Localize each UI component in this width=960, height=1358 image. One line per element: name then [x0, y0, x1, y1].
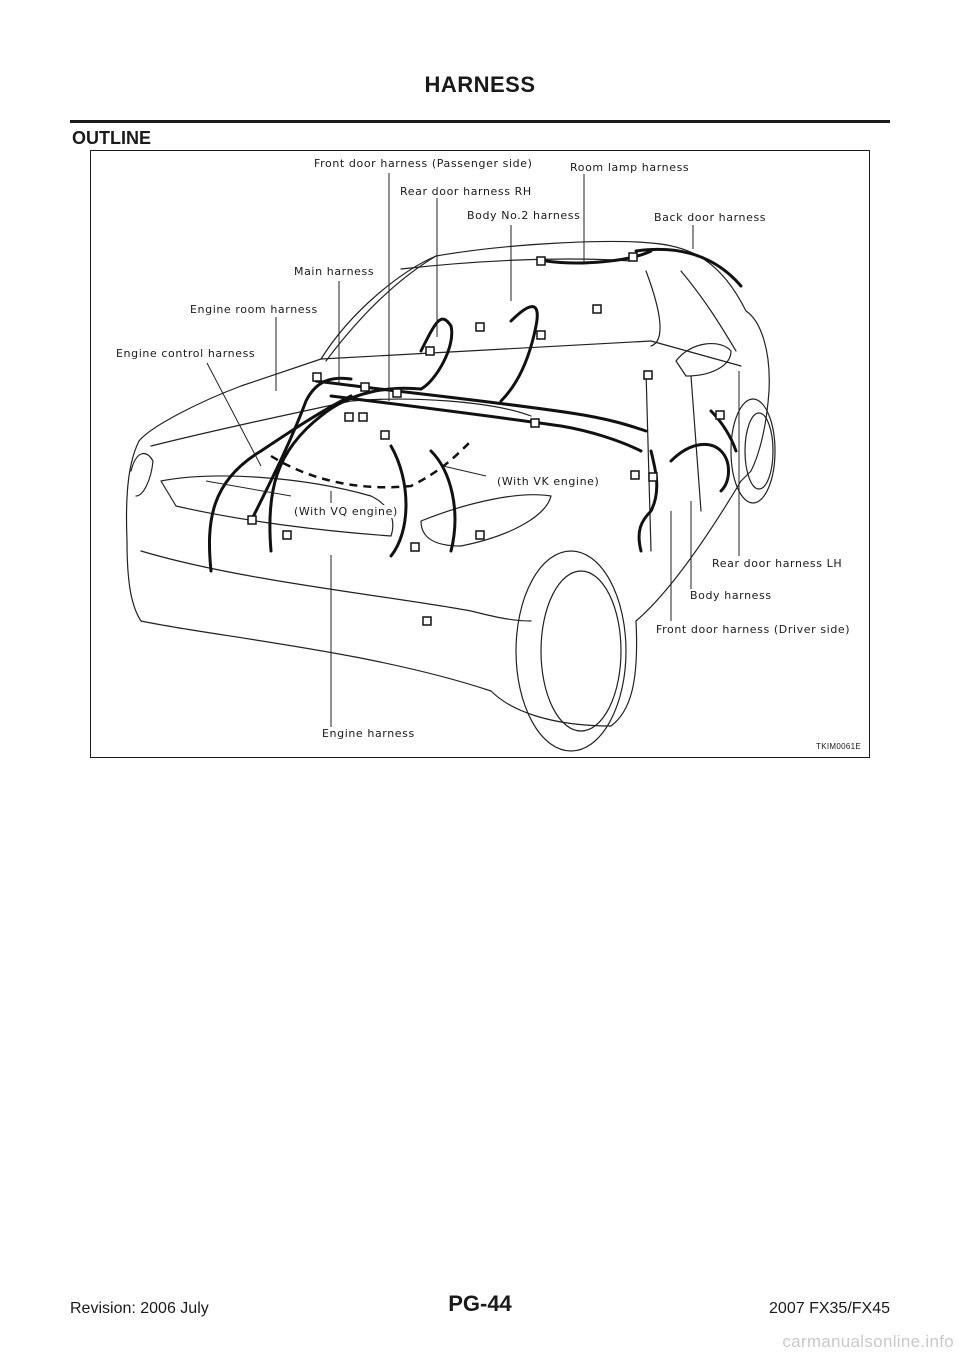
- label-body-no2-harness: Body No.2 harness: [466, 209, 582, 222]
- label-front-door-harness-driver: Front door harness (Driver side): [655, 623, 852, 636]
- header-rule: [70, 120, 890, 123]
- label-front-door-harness-passenger: Front door harness (Passenger side): [313, 157, 534, 170]
- label-main-harness: Main harness: [293, 265, 376, 278]
- footer-page-number: PG-44: [448, 1291, 512, 1316]
- label-back-door-harness: Back door harness: [653, 211, 768, 224]
- label-engine-room-harness: Engine room harness: [189, 303, 319, 316]
- label-engine-control-harness: Engine control harness: [115, 347, 257, 360]
- footer-revision: Revision: 2006 July: [70, 1300, 209, 1317]
- footer-model: 2007 FX35/FX45: [769, 1300, 890, 1317]
- label-engine-harness: Engine harness: [321, 727, 416, 740]
- label-rear-door-harness-rh: Rear door harness RH: [399, 185, 533, 198]
- label-rear-door-harness-lh: Rear door harness LH: [711, 557, 844, 570]
- car-harness-illustration: [125, 173, 776, 752]
- figure-code: TKIM0061E: [816, 742, 861, 751]
- label-room-lamp-harness: Room lamp harness: [569, 161, 691, 174]
- label-body-harness: Body harness: [689, 589, 773, 602]
- watermark[interactable]: carmanualsonline.info: [782, 1332, 954, 1351]
- page-header-title: HARNESS: [424, 72, 536, 97]
- harness-figure: Front door harness (Passenger side) Room…: [90, 150, 870, 758]
- label-with-vq-engine: (With VQ engine): [293, 505, 399, 518]
- label-with-vk-engine: (With VK engine): [496, 475, 601, 488]
- section-title: OUTLINE: [72, 128, 151, 148]
